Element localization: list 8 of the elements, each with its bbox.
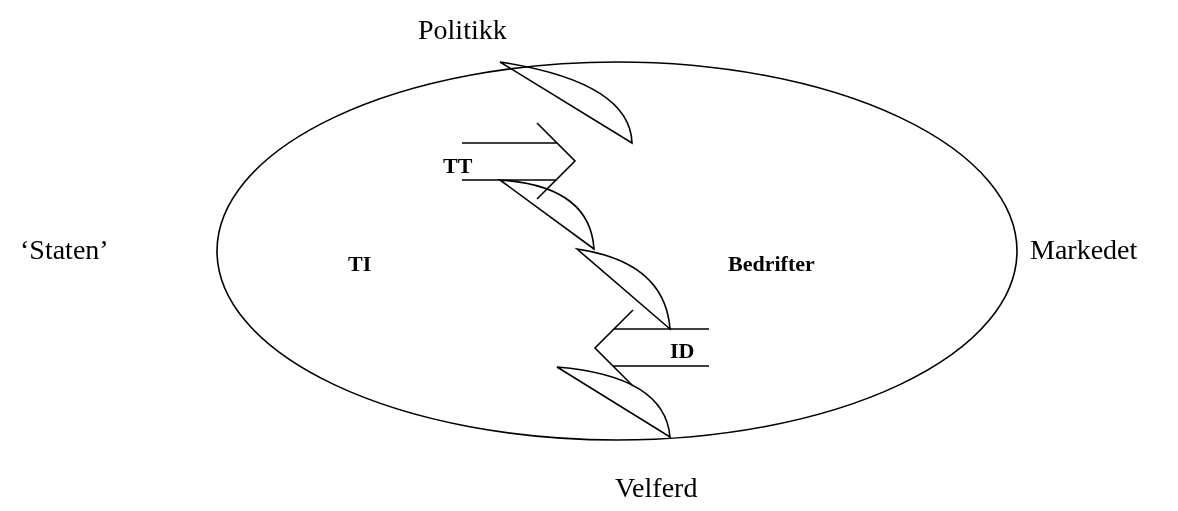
- inner-label: TI: [348, 253, 372, 275]
- inner-label: ID: [670, 340, 695, 362]
- inner-label: TT: [443, 155, 473, 177]
- outer-label: Velferd: [615, 474, 698, 502]
- outer-label: Markedet: [1030, 236, 1138, 264]
- outer-label: ‘Staten’: [20, 236, 109, 264]
- inner-label: Bedrifter: [728, 253, 815, 275]
- outer-label: Politikk: [418, 16, 507, 44]
